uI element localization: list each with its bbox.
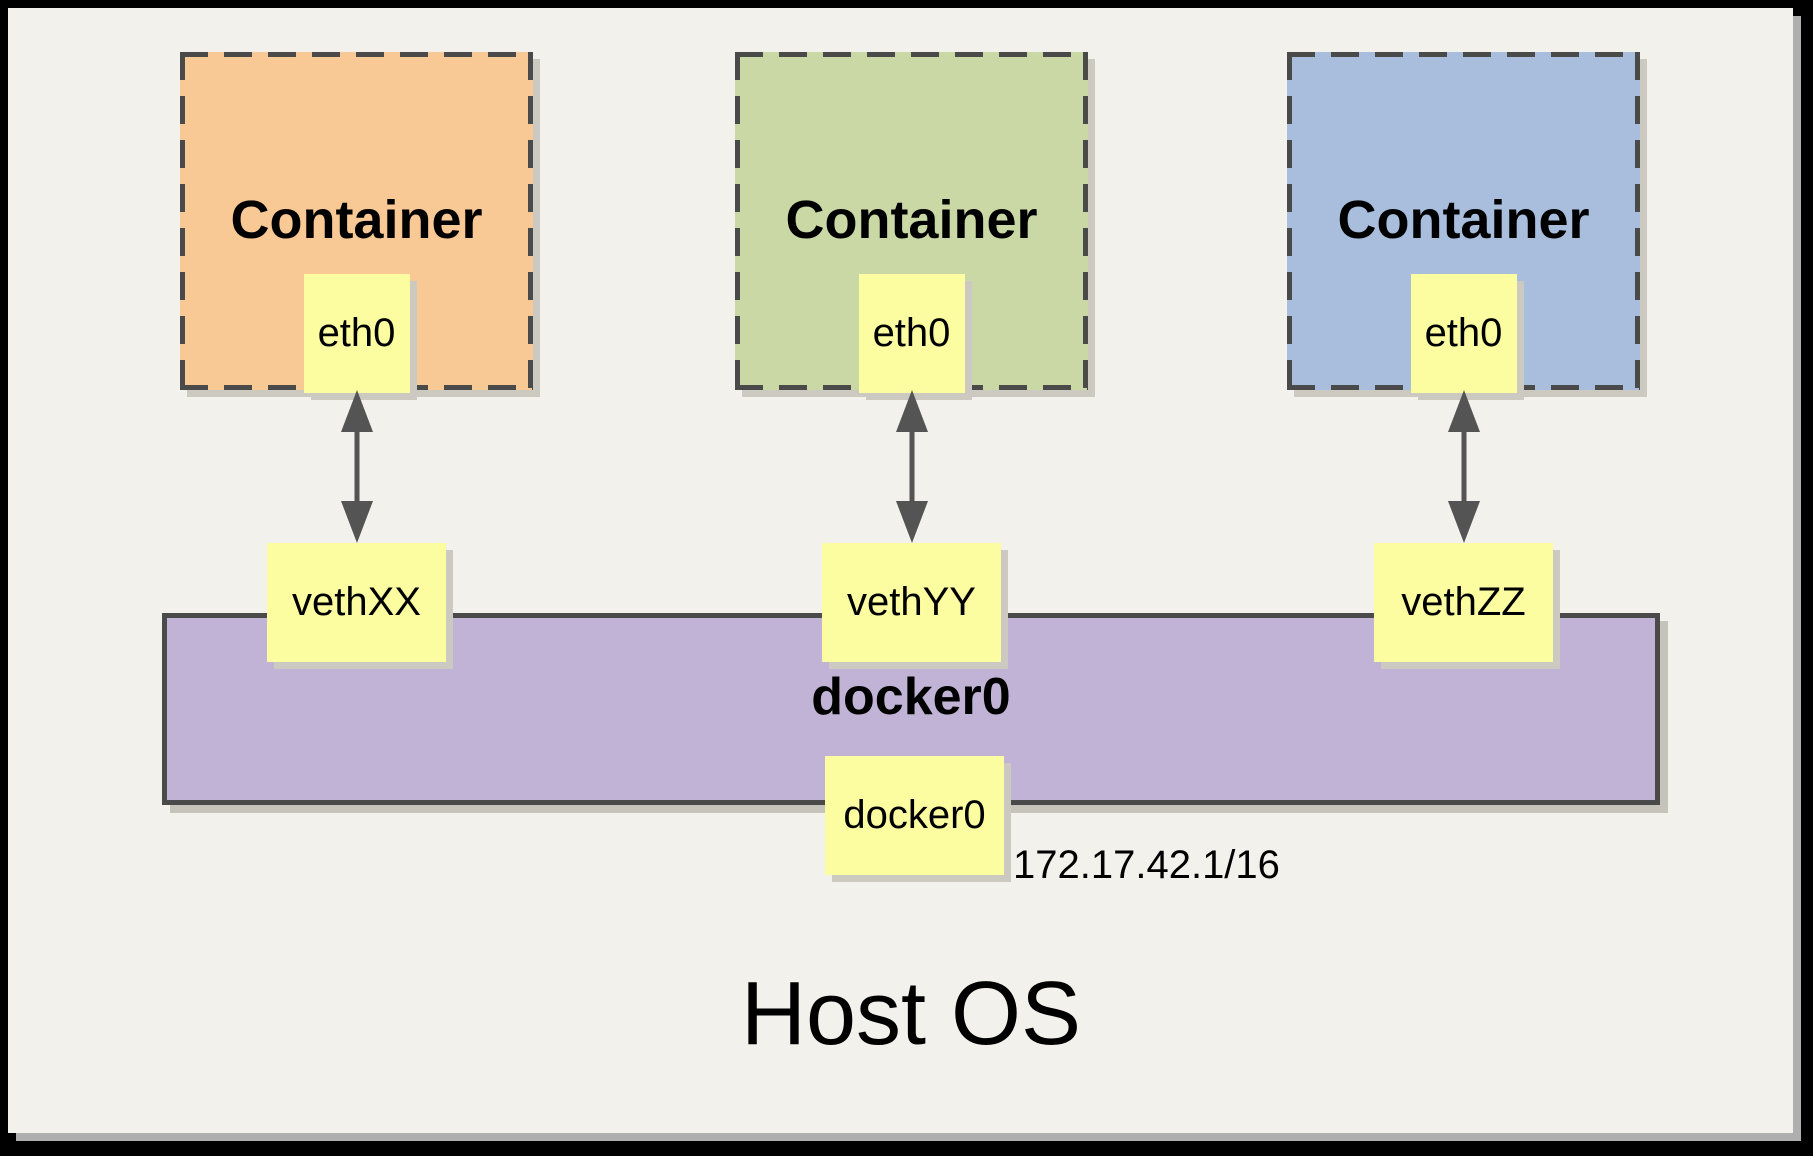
container-box-1: Container eth0 [180,52,533,393]
vethXX-label: vethXX [292,580,421,624]
eth0-chip: eth0 [303,274,410,393]
arrow-shaft [909,426,915,507]
arrow-up-head-icon [896,390,928,432]
container-box-2: Container eth0 [735,52,1088,393]
eth0-chip: eth0 [1410,274,1517,393]
container-box-3: Container eth0 [1287,52,1640,393]
vethYY-chip: vethYY [822,543,1001,662]
docker0-ip-address: 172.17.42.1/16 [1013,843,1280,887]
container-title: Container [230,190,483,250]
vethZZ-chip: vethZZ [1374,543,1553,662]
eth0-chip: eth0 [858,274,965,393]
arrow-down-head-icon [896,501,928,543]
arrow-up-head-icon [1448,390,1480,432]
eth0-label: eth0 [317,311,396,355]
vethXX-chip: vethXX [267,543,446,662]
arrow-down-head-icon [341,501,373,543]
vethYY-label: vethYY [847,580,976,624]
eth0-label: eth0 [1424,311,1503,355]
docker0-interface-label: docker0 [843,793,986,837]
bidirectional-arrow-icon [340,390,374,543]
container-title: Container [785,190,1038,250]
bidirectional-arrow-icon [895,390,929,543]
eth0-label: eth0 [872,311,951,355]
docker0-interface-chip: docker0 [825,756,1004,875]
container-title: Container [1337,190,1590,250]
docker0-bridge-label: docker0 [811,668,1011,726]
arrow-shaft [354,426,360,507]
arrow-up-head-icon [341,390,373,432]
host-os-panel: Container eth0 Container eth0 Container … [8,8,1793,1133]
arrow-shaft [1461,426,1467,507]
bidirectional-arrow-icon [1447,390,1481,543]
arrow-down-head-icon [1448,501,1480,543]
host-os-title: Host OS [740,964,1082,1064]
vethZZ-label: vethZZ [1401,580,1526,624]
